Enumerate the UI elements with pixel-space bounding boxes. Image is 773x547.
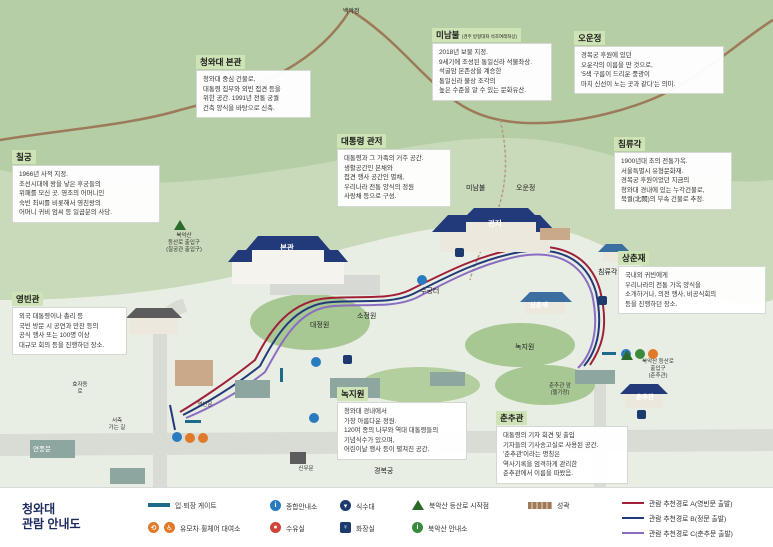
residence-building[interactable] bbox=[432, 208, 570, 252]
place-label: 영빈문 bbox=[197, 402, 213, 408]
route-c-icon bbox=[622, 532, 644, 534]
callout-title: 상춘재 bbox=[618, 251, 650, 265]
building-label: 연풍문 bbox=[33, 446, 51, 453]
stroller-icon: ⟲ bbox=[148, 522, 159, 533]
place-label: 침류각 bbox=[598, 269, 618, 276]
route-c-path bbox=[185, 253, 597, 419]
callout-title: 녹지원 bbox=[337, 387, 369, 401]
toilet-icon bbox=[455, 248, 464, 257]
callout-nokjiwon: 녹지원 청와대 경내에서 가장 아름다운 정원. 120여 종의 나무와 역대 … bbox=[337, 384, 467, 461]
legend-title: 청와대 관람 안내도 bbox=[22, 502, 81, 531]
building-label: 상춘재 bbox=[530, 302, 548, 309]
callout-title: 칠궁 bbox=[12, 150, 36, 164]
callout-chunchugwan: 춘추관 대통령의 기자 회견 및 출입 기자들의 기사송고실로 사용된 공간. … bbox=[496, 408, 628, 485]
place-label: 대정원 bbox=[310, 322, 330, 329]
callout-title: 미남불 bbox=[436, 30, 460, 40]
toilet-icon: ♀ bbox=[340, 522, 351, 533]
chimryugak-building[interactable] bbox=[598, 244, 630, 262]
yeongbingwan-building[interactable] bbox=[126, 308, 182, 334]
legend-item-water: ▾ 식수대 bbox=[340, 500, 375, 511]
main-building[interactable] bbox=[228, 236, 348, 284]
place-label: 신무문 bbox=[298, 466, 314, 472]
legend-item-rental: ⟲ ♿ 유모차·휠체어 대여소 bbox=[148, 522, 240, 533]
fortress-wall bbox=[0, 9, 352, 142]
entry-gate-icon bbox=[185, 420, 201, 423]
callout-chimryugak: 침류각 1900년대 초의 전통가옥. 서울특별시 유형문화재. 경복궁 후원이… bbox=[614, 134, 732, 211]
peak-label: 백악정 bbox=[343, 9, 360, 15]
building-block bbox=[175, 360, 213, 386]
place-label: 서측 가는 길 bbox=[108, 418, 126, 431]
daejeongwon-lawn bbox=[250, 294, 370, 350]
callout-mirinbul: 미남불 (경주 방형대좌 석조여래좌상) 2018년 보물 지정. 9세기에 조… bbox=[432, 25, 552, 102]
place-label: 오운정 bbox=[516, 185, 536, 192]
route-a-path bbox=[179, 245, 606, 413]
callout-oujeong: 오운정 경복궁 후원에 있던 오운각의 이름을 딴 것으로, '5색 구름이 드… bbox=[574, 28, 724, 95]
mountain-icon bbox=[412, 500, 424, 510]
legend-item-route-a: 관람 추천경로 A(영빈문 출발) bbox=[622, 498, 733, 508]
callout-title: 춘추관 bbox=[496, 411, 528, 425]
callout-sangchunjae: 상춘재 국내외 귀빈에게 우리나라의 전통 가옥 양식을 소개하거나, 의전 행… bbox=[618, 248, 766, 315]
wheelchair-icon: ♿ bbox=[164, 522, 175, 533]
legend-item-route-c: 관람 추천경로 C(춘추문 출발) bbox=[622, 528, 733, 538]
place-label: 미남불 bbox=[466, 185, 486, 192]
callout-title: 침류각 bbox=[614, 137, 646, 151]
legend-item-info: i 종합안내소 bbox=[270, 500, 317, 511]
map-legend: 청와대 관람 안내도 입·퇴장 게이트 ⟲ ♿ 유모차·휠체어 대여소 i 종합… bbox=[0, 487, 773, 547]
info-icon[interactable] bbox=[311, 357, 321, 367]
nokjiwon-lawn bbox=[465, 323, 575, 367]
trail-entrance-label: 북악산 등산로 출입구 (춘추관) bbox=[642, 359, 674, 379]
water-icon: ▾ bbox=[340, 500, 351, 511]
callout-main-building: 청와대 본관 청와대 중심 건물로, 대통령 집무와 외빈 접견 등을 위한 공… bbox=[196, 52, 311, 119]
trail-entrance-label: 북악산 등산로 출입구 (칠궁관 출입구) bbox=[166, 233, 202, 253]
chunchugwan-building[interactable] bbox=[620, 384, 668, 408]
route-b-path bbox=[182, 249, 601, 416]
sinmumun-gate bbox=[290, 452, 306, 464]
sangchunjae-building[interactable] bbox=[520, 292, 572, 314]
building-label: 본관 bbox=[280, 243, 294, 252]
info-icon[interactable] bbox=[309, 413, 319, 423]
mountain-trail-icon bbox=[174, 220, 186, 230]
callout-chilgung: 칠궁 1966년 사적 지정. 조선시대에 왕을 낳은 후궁들의 위패를 모신 … bbox=[12, 147, 160, 224]
legend-item-gate: 입·퇴장 게이트 bbox=[148, 500, 217, 510]
building-label: 춘추관 bbox=[636, 394, 654, 401]
mountain-info-icon: i bbox=[412, 522, 423, 533]
legend-item-trail-info: i 북악산 안내소 bbox=[412, 522, 467, 533]
callout-title: 청와대 본관 bbox=[196, 55, 246, 69]
route-a-icon bbox=[622, 502, 644, 504]
place-label: 녹지원 bbox=[515, 344, 535, 351]
place-label: 효자동 로 bbox=[72, 382, 88, 395]
info-icon: i bbox=[270, 500, 281, 511]
callout-title: 영빈관 bbox=[12, 292, 44, 306]
building-label: 관저 bbox=[488, 219, 502, 228]
place-label: 춘추관 앞 (헬기장) bbox=[549, 383, 571, 396]
nursing-icon: ● bbox=[270, 522, 281, 533]
legend-item-toilet: ♀ 화장실 bbox=[340, 522, 375, 533]
legend-item-route-b: 관람 추천경로 B(정문 출발) bbox=[622, 513, 726, 523]
gate-bar-icon bbox=[148, 503, 170, 507]
fortress-wall-icon bbox=[528, 501, 552, 509]
place-label: 수궁터 bbox=[420, 288, 440, 295]
place-label: 소정원 bbox=[357, 313, 377, 320]
callout-title: 오운정 bbox=[574, 31, 606, 45]
callout-yeongbingwan: 영빈관 외국 대통령이나 총리 등 국빈 방문 시 공연과 만찬 등의 공식 행… bbox=[12, 289, 127, 356]
place-label: 경복궁 bbox=[374, 468, 394, 475]
legend-item-nursing: ● 수유실 bbox=[270, 522, 305, 533]
route-b-icon bbox=[622, 517, 644, 519]
callout-title: 대통령 관저 bbox=[337, 134, 387, 148]
legend-item-fortress: 성곽 bbox=[528, 500, 570, 510]
callout-residence: 대통령 관저 대통령과 그 가족의 거주 공간. 생활공간인 본채와 접견 행사… bbox=[337, 131, 451, 208]
legend-item-trail: 북악산 등산로 시작점 bbox=[412, 500, 489, 510]
